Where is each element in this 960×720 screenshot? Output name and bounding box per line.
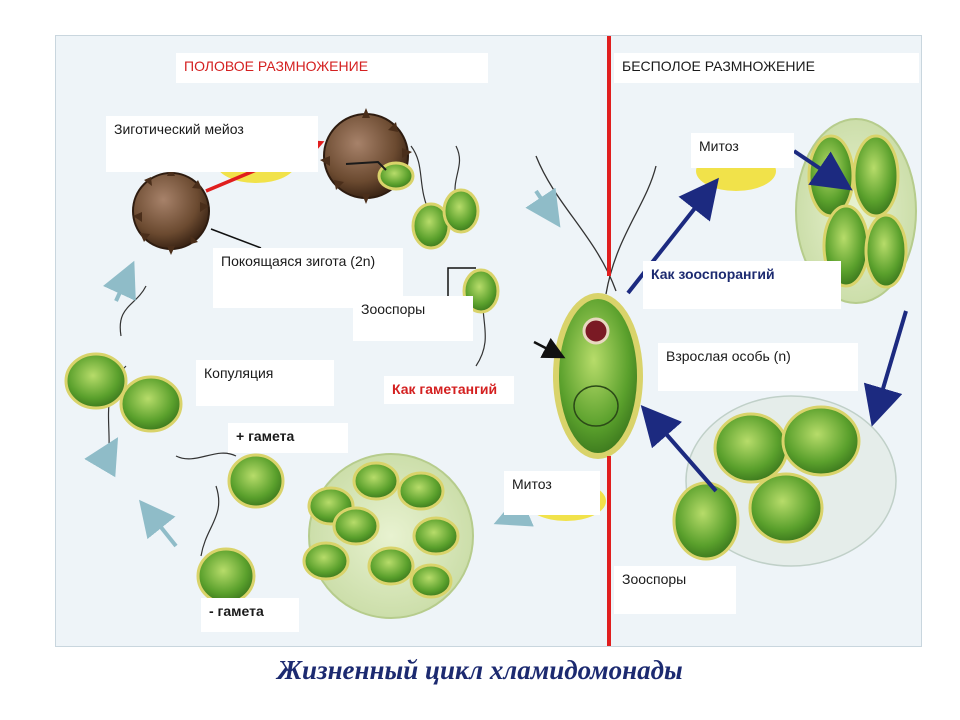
label-mitosis-bottom: Митоз — [504, 471, 600, 515]
label-zoospores-left: Зооспоры — [353, 296, 473, 341]
label-zoospores-right: Зооспоры — [614, 566, 736, 614]
life-cycle-illustration — [64, 36, 917, 646]
plus-gamete-cell — [175, 452, 285, 509]
diagram-canvas: ПОЛОВОЕ РАЗМНОЖЕНИЕ БЕСПОЛОЕ РАЗМНОЖЕНИЕ… — [55, 35, 922, 647]
zoospores-cluster-right — [672, 395, 897, 567]
label-copulation: Копуляция — [196, 360, 334, 406]
cycle-arrow — [525, 187, 561, 228]
diagram-caption: Жизненный цикл хламидомонады — [277, 655, 683, 685]
cycle-arrow — [84, 437, 119, 478]
section-title-asexual: БЕСПОЛОЕ РАЗМНОЖЕНИЕ — [614, 53, 919, 83]
copulating-gametes — [64, 285, 183, 467]
label-zygotic-meiosis: Зиготический мейоз — [106, 116, 318, 172]
zoospore — [442, 188, 480, 234]
zoospore-pointer — [447, 267, 476, 298]
label-as-zoosporangium: Как зооспорангий — [643, 261, 841, 309]
mitosis-arrow-top — [792, 149, 853, 191]
cycle-arrow — [103, 260, 136, 302]
release-arrow — [863, 310, 908, 427]
resting-zygote — [132, 167, 210, 255]
gametangium — [302, 453, 474, 619]
adult-cell — [535, 155, 657, 459]
dividing-zygote — [320, 108, 415, 204]
label-plus-gamete: + гамета — [228, 423, 348, 453]
cycle-arrow — [139, 499, 178, 548]
zoosporangium-arrow — [626, 177, 719, 295]
label-mitosis-top: Митоз — [691, 133, 794, 168]
label-minus-gamete: - гамета — [201, 598, 299, 632]
growth-arrow — [640, 404, 718, 493]
label-as-gametangium: Как гаметангий — [384, 376, 514, 404]
arrow-to-adult — [533, 337, 566, 359]
zygote-pointer — [210, 228, 262, 249]
section-title-sexual: ПОЛОВОЕ РАЗМНОЖЕНИЕ — [176, 53, 488, 83]
label-adult: Взрослая особь (n) — [658, 343, 858, 391]
